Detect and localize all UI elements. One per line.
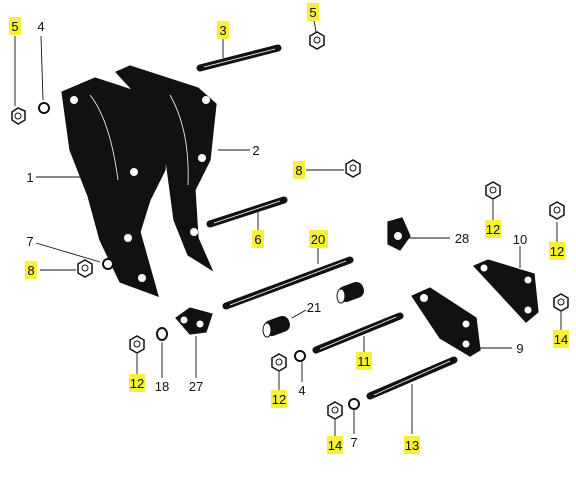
clip-part-27 bbox=[175, 307, 213, 335]
callout-12-c: 12 bbox=[129, 374, 145, 392]
svg-text:4: 4 bbox=[37, 19, 44, 34]
bracket-part-2 bbox=[114, 65, 217, 272]
nut-part-14-b bbox=[327, 401, 343, 420]
callout-7-left: 7 bbox=[26, 234, 33, 249]
svg-text:8: 8 bbox=[27, 263, 34, 278]
svg-text:13: 13 bbox=[405, 438, 419, 453]
callout-7-bottom: 7 bbox=[350, 435, 357, 450]
svg-text:5: 5 bbox=[11, 19, 18, 34]
callout-6: 6 bbox=[252, 230, 264, 248]
clip-part-28 bbox=[387, 217, 411, 251]
washer-part-4-mid bbox=[294, 350, 306, 362]
svg-text:11: 11 bbox=[357, 354, 371, 369]
nut-part-12-b bbox=[549, 201, 565, 220]
svg-text:3: 3 bbox=[219, 23, 226, 38]
svg-text:28: 28 bbox=[455, 231, 469, 246]
plate-part-10 bbox=[472, 259, 539, 323]
nut-part-12-c bbox=[129, 335, 145, 354]
leader-lines bbox=[14, 19, 562, 436]
svg-text:12: 12 bbox=[550, 244, 564, 259]
nut-part-8-right bbox=[345, 159, 361, 178]
stud-part-11 bbox=[312, 312, 404, 354]
callout-14-a: 14 bbox=[553, 330, 569, 348]
washer-part-7-bottom bbox=[348, 398, 360, 410]
callout-1: 1 bbox=[26, 170, 33, 185]
callout-4-mid: 4 bbox=[298, 383, 305, 398]
svg-text:1: 1 bbox=[26, 170, 33, 185]
spacer-part-21 bbox=[262, 282, 364, 338]
nut-part-8-left bbox=[77, 259, 93, 278]
nut-part-12-d bbox=[271, 353, 287, 372]
nut-part-5-left bbox=[11, 107, 26, 125]
callout-8-left: 8 bbox=[25, 261, 37, 279]
callout-14-b: 14 bbox=[327, 436, 343, 454]
svg-text:9: 9 bbox=[516, 341, 523, 356]
callout-20: 20 bbox=[309, 230, 328, 248]
callout-21: 21 bbox=[307, 300, 321, 315]
nut-part-5-top bbox=[309, 31, 325, 50]
svg-text:12: 12 bbox=[130, 376, 144, 391]
svg-text:18: 18 bbox=[155, 379, 169, 394]
svg-text:5: 5 bbox=[309, 5, 316, 20]
callout-18: 18 bbox=[155, 379, 169, 394]
svg-text:2: 2 bbox=[252, 143, 259, 158]
svg-text:21: 21 bbox=[307, 300, 321, 315]
callout-10: 10 bbox=[513, 232, 527, 247]
washer-part-4-top bbox=[38, 102, 50, 114]
svg-text:6: 6 bbox=[254, 232, 261, 247]
callout-4-top: 4 bbox=[37, 19, 44, 34]
callout-13: 13 bbox=[404, 436, 420, 454]
svg-text:14: 14 bbox=[554, 332, 568, 347]
stud-part-3 bbox=[196, 44, 282, 72]
stud-part-13 bbox=[366, 356, 458, 400]
svg-text:7: 7 bbox=[350, 435, 357, 450]
svg-text:14: 14 bbox=[328, 438, 342, 453]
svg-text:7: 7 bbox=[26, 234, 33, 249]
svg-text:10: 10 bbox=[513, 232, 527, 247]
svg-text:12: 12 bbox=[272, 392, 286, 407]
callout-27: 27 bbox=[189, 379, 203, 394]
callout-5-top: 5 bbox=[307, 3, 319, 21]
callout-8-right: 8 bbox=[293, 161, 305, 179]
plate-part-9 bbox=[411, 287, 481, 357]
svg-text:27: 27 bbox=[189, 379, 203, 394]
stud-part-6 bbox=[206, 196, 288, 228]
washer-part-7-left bbox=[102, 258, 114, 270]
nut-part-12-a bbox=[485, 181, 501, 200]
svg-text:4: 4 bbox=[298, 383, 305, 398]
callout-11: 11 bbox=[356, 352, 372, 370]
callout-labels: 5 4 3 5 2 1 8 6 7 8 20 28 12 10 12 21 12… bbox=[9, 3, 569, 454]
callout-12-d: 12 bbox=[271, 390, 287, 408]
bracket-part-1 bbox=[61, 77, 169, 297]
svg-text:12: 12 bbox=[486, 222, 500, 237]
callout-5-left: 5 bbox=[9, 17, 21, 35]
washer-part-18 bbox=[156, 327, 168, 341]
svg-text:20: 20 bbox=[311, 232, 325, 247]
long-stud-part-20 bbox=[222, 256, 354, 310]
svg-text:8: 8 bbox=[295, 163, 302, 178]
callout-28: 28 bbox=[455, 231, 469, 246]
callout-12-b: 12 bbox=[549, 242, 565, 260]
callout-12-a: 12 bbox=[485, 220, 501, 238]
callout-2: 2 bbox=[252, 143, 259, 158]
callout-3: 3 bbox=[217, 21, 229, 39]
nut-part-14-a bbox=[553, 293, 569, 312]
callout-9: 9 bbox=[516, 341, 523, 356]
